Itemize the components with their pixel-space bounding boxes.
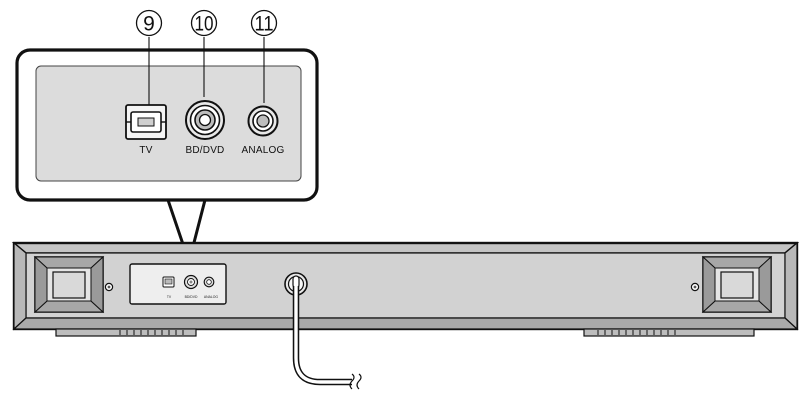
callout-11-number: 11 — [255, 13, 274, 36]
right-mount-screw — [690, 282, 700, 292]
coaxial-input-jack — [185, 100, 225, 140]
analog-port-label-small: ANALOG — [204, 295, 218, 299]
input-panel-small: TV BD/DVD ANALOG — [129, 263, 227, 305]
cord-break-mark — [349, 373, 362, 390]
tv-port-label-small: TV — [167, 295, 172, 299]
bd-dvd-port-label: BD/DVD — [186, 145, 225, 156]
callout-10: 10 — [190, 9, 218, 37]
tv-port-label: TV — [139, 145, 152, 156]
right-speaker-port — [701, 255, 773, 314]
bd-dvd-port-label-small: BD/DVD — [185, 295, 198, 299]
optical-input-jack — [125, 104, 167, 140]
zoom-callout: 9 10 11 TV BD/DVD — [15, 9, 319, 264]
callout-9-number: 9 — [143, 13, 155, 36]
callout-9: 9 — [135, 9, 163, 37]
soundbar-top-bevel — [11, 242, 800, 254]
right-foot-vent — [583, 328, 755, 337]
power-cord — [292, 286, 362, 390]
soundbar-body: TV BD/DVD ANALOG — [11, 241, 800, 337]
callout-panel — [35, 65, 302, 182]
left-mount-screw — [104, 282, 114, 292]
analog-port-label: ANALOG — [242, 145, 285, 156]
callout-11: 11 — [250, 9, 278, 37]
left-speaker-port — [33, 255, 105, 314]
left-foot-vent — [55, 328, 197, 337]
analog-input-jack — [247, 105, 279, 137]
callout-10-number: 10 — [195, 13, 214, 36]
